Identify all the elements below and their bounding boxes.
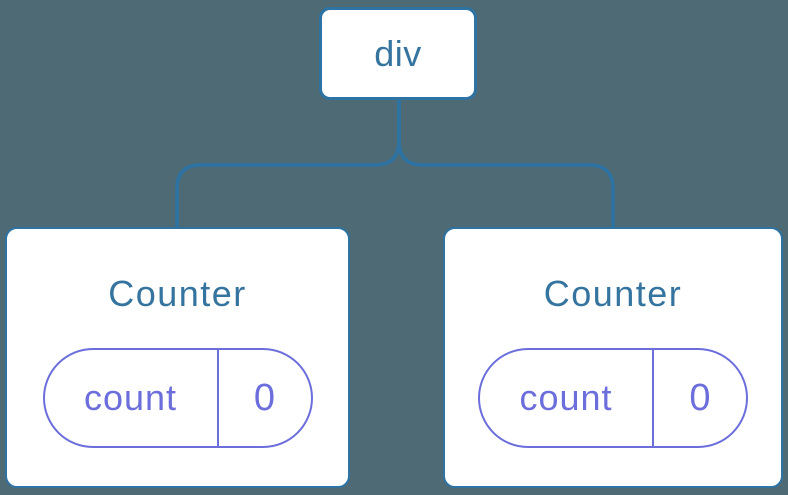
counter-title: Counter — [108, 273, 247, 314]
connector-right-branch — [397, 100, 615, 227]
state-value: 0 — [253, 376, 276, 419]
counter-card-right: Counter count 0 — [443, 227, 783, 488]
state-pill: count 0 — [478, 348, 748, 448]
root-node-div: div — [319, 7, 477, 100]
connector-left-branch — [175, 100, 401, 227]
state-value: 0 — [689, 376, 711, 419]
state-pill: count 0 — [42, 348, 313, 448]
counter-title: Counter — [543, 273, 683, 314]
state-key: count — [45, 350, 219, 446]
counter-card-left: Counter count 0 — [5, 227, 350, 488]
root-node-label: div — [374, 32, 422, 74]
state-key: count — [480, 350, 654, 446]
